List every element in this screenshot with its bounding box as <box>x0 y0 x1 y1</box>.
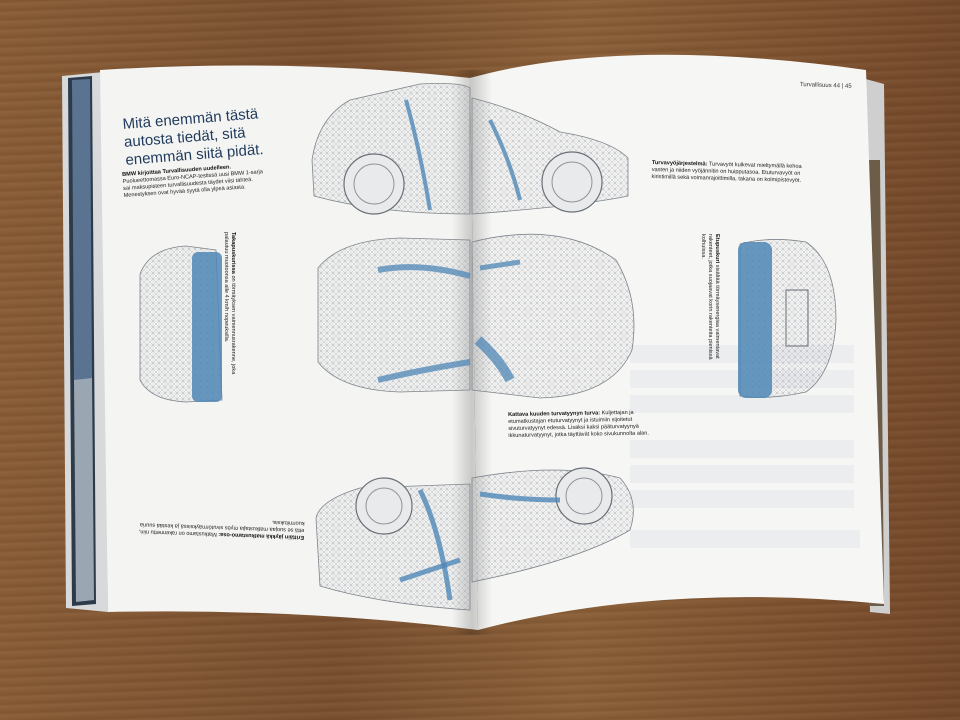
turvavyo-paragraph: Turvavyöjärjestelmä: Turvavyöt kulkevat … <box>651 160 801 185</box>
car-top-view-center <box>317 233 635 399</box>
kattava-paragraph: Kattava kuuden turvatyynyn turva: Kuljet… <box>508 409 668 440</box>
car-side-view-bottom <box>315 467 634 611</box>
car-front-view-right <box>738 239 837 398</box>
etupuskuri-title: Etupuskuri <box>714 234 720 264</box>
takapuskurissa-paragraph: Takapuskurissa on törmäyksen vaimennusra… <box>222 232 236 382</box>
takapuskurissa-title: Takapuskurissa <box>230 232 236 274</box>
etupuskuri-paragraph: Etupuskuri sisältää törmäysenergiaa vaim… <box>699 234 720 384</box>
car-rear-view-left <box>139 245 223 403</box>
car-side-view-top <box>311 83 629 215</box>
